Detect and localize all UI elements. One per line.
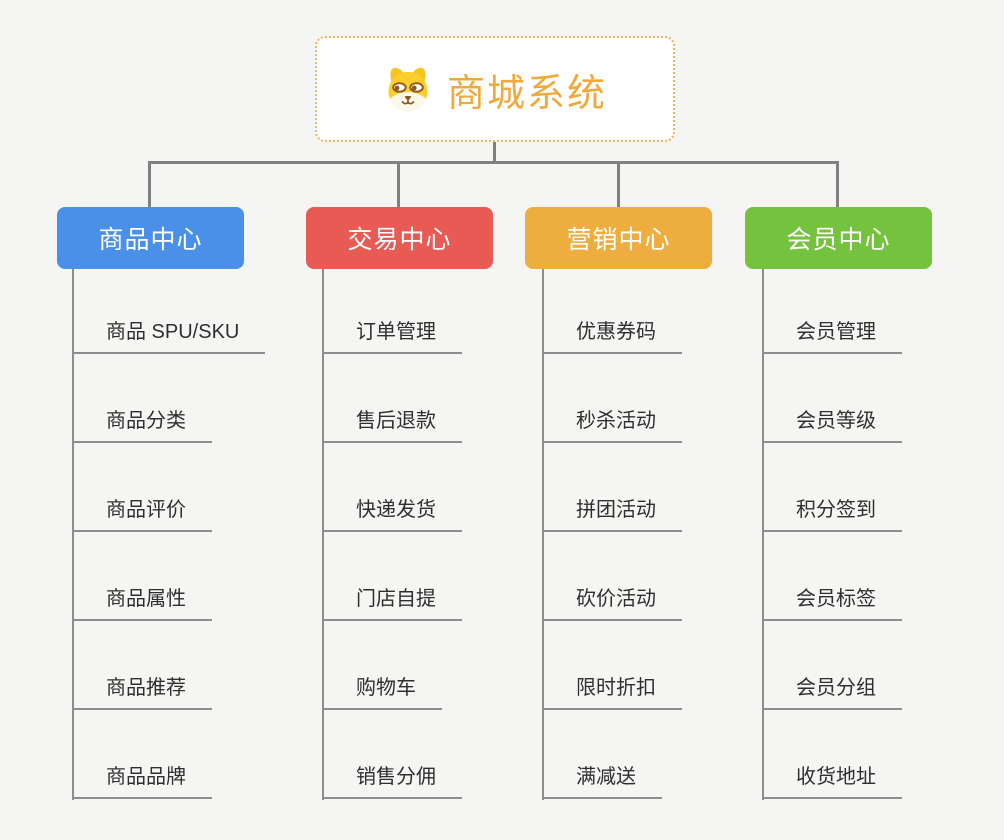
branch-children-marketing: 优惠券码 秒杀活动 拼团活动 砍价活动 限时折扣 满减送 — [542, 269, 682, 800]
branch-children-products: 商品 SPU/SKU 商品分类 商品评价 商品属性 商品推荐 商品品牌 — [72, 269, 266, 800]
leaf-node[interactable]: 销售分佣 — [324, 751, 462, 799]
leaf-node[interactable]: 积分签到 — [764, 484, 902, 532]
leaf-node[interactable]: 收货地址 — [764, 751, 902, 799]
branch-node-marketing[interactable]: 营销中心 — [525, 207, 712, 269]
leaf-node[interactable]: 会员等级 — [764, 395, 902, 443]
dog-face-icon — [383, 64, 433, 114]
leaf-node[interactable]: 门店自提 — [324, 573, 462, 621]
leaf-node[interactable]: 商品分类 — [74, 395, 212, 443]
connector-drop-marketing — [617, 161, 620, 209]
leaf-node[interactable]: 订单管理 — [324, 306, 462, 354]
leaf-node[interactable]: 商品评价 — [74, 484, 212, 532]
branch-children-trade: 订单管理 售后退款 快递发货 门店自提 购物车 销售分佣 — [322, 269, 462, 800]
leaf-node[interactable]: 商品品牌 — [74, 751, 212, 799]
leaf-node[interactable]: 购物车 — [324, 662, 442, 710]
leaf-node[interactable]: 商品 SPU/SKU — [74, 306, 266, 354]
connector-drop-products — [148, 161, 151, 209]
branch-node-trade[interactable]: 交易中心 — [306, 207, 493, 269]
leaf-node[interactable]: 商品属性 — [74, 573, 212, 621]
leaf-node[interactable]: 拼团活动 — [544, 484, 682, 532]
connector-root-stem — [493, 142, 496, 163]
leaf-node[interactable]: 满减送 — [544, 751, 662, 799]
leaf-node[interactable]: 会员分组 — [764, 662, 902, 710]
branch-children-members: 会员管理 会员等级 积分签到 会员标签 会员分组 收货地址 — [762, 269, 902, 800]
leaf-node[interactable]: 会员标签 — [764, 573, 902, 621]
connector-drop-members — [836, 161, 839, 209]
leaf-node[interactable]: 商品推荐 — [74, 662, 212, 710]
leaf-node[interactable]: 优惠券码 — [544, 306, 682, 354]
root-title: 商城系统 — [446, 72, 607, 115]
connector-horizontal-bar — [148, 161, 839, 164]
connector-drop-trade — [397, 161, 400, 209]
branch-node-members[interactable]: 会员中心 — [745, 207, 932, 269]
leaf-node[interactable]: 砍价活动 — [544, 573, 682, 621]
leaf-node[interactable]: 会员管理 — [764, 306, 902, 354]
root-node[interactable]: 商城系统 — [315, 36, 675, 142]
branch-node-products[interactable]: 商品中心 — [57, 207, 244, 269]
leaf-node[interactable]: 售后退款 — [324, 395, 462, 443]
leaf-node[interactable]: 限时折扣 — [544, 662, 682, 710]
leaf-node[interactable]: 快递发货 — [324, 484, 462, 532]
leaf-node[interactable]: 秒杀活动 — [544, 395, 682, 443]
